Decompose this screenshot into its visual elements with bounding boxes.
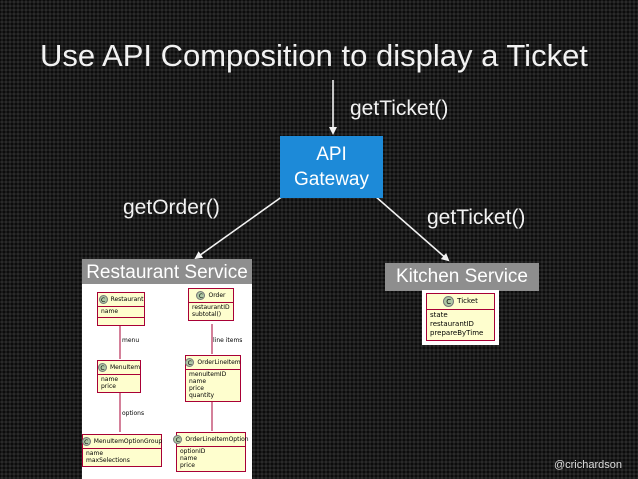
class-c-icon: C	[97, 363, 107, 372]
author-handle: @crichardson	[553, 459, 622, 471]
class-c-icon: C	[185, 358, 195, 367]
kitchen-service-label: Kitchen Service	[385, 263, 539, 291]
gateway-line2: Gateway	[294, 169, 369, 190]
arrow-to-kitchen	[374, 195, 450, 262]
class-c-icon: C	[173, 435, 183, 444]
slide-title: Use API Composition to display a Ticket	[40, 38, 588, 73]
class-c-icon: C	[196, 291, 206, 300]
api-gateway-box: API Gateway	[280, 136, 383, 198]
class-c-icon: C	[443, 296, 455, 307]
restaurant-service-label: Restaurant Service	[82, 259, 252, 287]
gateway-line1: API	[316, 144, 347, 165]
class-c-icon: C	[98, 295, 108, 304]
get-order-label: getOrder()	[123, 196, 220, 219]
arrow-to-restaurant	[194, 195, 284, 260]
class-c-icon: C	[82, 437, 91, 446]
relation-line-items-label: line items	[213, 337, 243, 344]
relation-menu-label: menu	[122, 337, 140, 344]
kitchen-call-label: getTicket()	[427, 206, 526, 229]
incoming-call-label: getTicket()	[350, 97, 449, 120]
relation-options-label: options	[122, 410, 145, 417]
